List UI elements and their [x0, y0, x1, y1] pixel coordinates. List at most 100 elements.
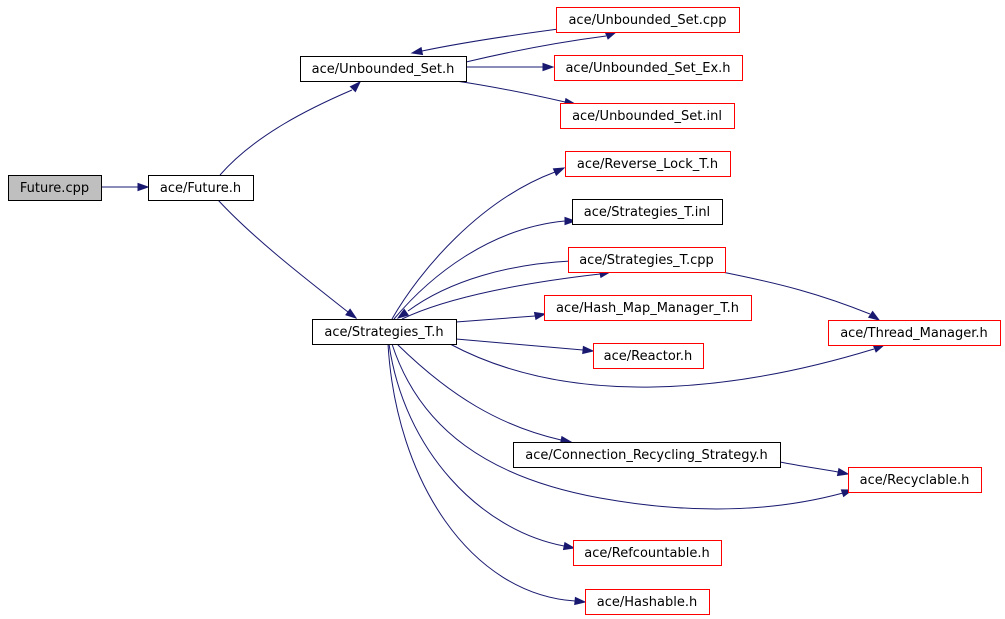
- node-hash-map-manager-t-h[interactable]: ace/Hash_Map_Manager_T.h: [544, 295, 752, 321]
- edge-line: [393, 220, 566, 320]
- edge-strategies_t_h-to-connection_recycling_strategy_h: [396, 343, 573, 445]
- edge-arrowhead: [562, 541, 576, 551]
- edge-line: [455, 338, 584, 351]
- edge-arrowhead: [345, 308, 358, 319]
- edge-arrowhead: [564, 216, 577, 226]
- node-strategies-t-inl[interactable]: ace/Strategies_T.inl: [572, 199, 723, 225]
- node-strategies-t-cpp[interactable]: ace/Strategies_T.cpp: [568, 247, 726, 273]
- edge-strategies_t_cpp-to-thread_manager_h: [721, 271, 881, 321]
- node-unbounded-set-cpp[interactable]: ace/Unbounded_Set.cpp: [556, 7, 740, 33]
- node-recyclable-h[interactable]: ace/Recyclable.h: [848, 467, 982, 493]
- node-label: ace/Future.h: [160, 181, 241, 196]
- node-label: ace/Reactor.h: [604, 349, 693, 364]
- edge-unbounded_set_h-to-unbounded_set_ex_h: [466, 62, 555, 72]
- node-box: [848, 467, 982, 493]
- node-box: [554, 55, 743, 81]
- edge-arrowhead: [552, 167, 566, 177]
- node-reverse-lock-t-h[interactable]: ace/Reverse_Lock_T.h: [565, 151, 731, 177]
- edge-strategies_t_h-to-hash_map_manager_t_h: [455, 311, 547, 323]
- edge-strategies_t_h-to-hashable_h: [387, 343, 587, 606]
- nodes-layer: Future.cpp ace/Future.h ace/Unbounded_Set.…: [8, 7, 1001, 615]
- node-box: [300, 56, 467, 82]
- edge-arrowhead: [410, 46, 424, 56]
- node-label: ace/Unbounded_Set_Ex.h: [565, 61, 730, 76]
- edge-line: [219, 89, 353, 176]
- node-box: [585, 589, 710, 615]
- node-connection-recycling-strategy-h[interactable]: ace/Connection_Recycling_Strategy.h: [513, 442, 781, 468]
- edge-arrowhead: [604, 31, 618, 40]
- edge-future_cpp-to-future_h: [101, 182, 150, 192]
- edge-line: [455, 315, 536, 323]
- edge-line: [391, 343, 844, 510]
- edge-line: [407, 260, 572, 312]
- node-box: [556, 7, 740, 33]
- node-unbounded-set-inl[interactable]: ace/Unbounded_Set.inl: [560, 103, 735, 129]
- node-box: [513, 442, 781, 468]
- node-label: ace/Refcountable.h: [584, 546, 709, 561]
- edge-line: [387, 343, 576, 602]
- edge-future_h-to-strategies_t_h: [217, 199, 358, 319]
- node-hashable-h[interactable]: ace/Hashable.h: [585, 589, 710, 615]
- edge-connection_recycling_strategy_h-to-recyclable_h: [779, 461, 850, 477]
- edge-arrowhead: [836, 467, 850, 477]
- edge-strategies_t_h-to-refcountable_h: [388, 343, 576, 551]
- edge-line: [391, 171, 556, 320]
- node-reactor-h[interactable]: ace/Reactor.h: [593, 343, 704, 369]
- edge-line: [779, 461, 839, 473]
- node-refcountable-h[interactable]: ace/Refcountable.h: [573, 540, 722, 566]
- node-label: ace/Strategies_T.cpp: [579, 253, 714, 268]
- node-box: [565, 151, 731, 177]
- node-box: [572, 199, 723, 225]
- edge-line: [449, 343, 875, 388]
- edge-arrowhead: [867, 310, 881, 321]
- node-box: [560, 103, 735, 129]
- edge-arrowhead: [349, 80, 362, 93]
- node-label: ace/Strategies_T.h: [324, 325, 443, 340]
- edge-arrowhead: [542, 62, 555, 72]
- edge-unbounded_set_h-to-unbounded_set_inl: [455, 80, 577, 107]
- node-future-h[interactable]: ace/Future.h: [148, 175, 254, 201]
- edge-strategies_t_h-to-reactor_h: [455, 338, 595, 355]
- node-label: ace/Thread_Manager.h: [840, 326, 988, 341]
- node-label: ace/Hashable.h: [597, 595, 697, 610]
- edge-strategies_t_cpp-to-strategies_t_h: [396, 260, 572, 319]
- edge-line: [401, 273, 601, 320]
- node-future-cpp[interactable]: Future.cpp: [8, 175, 102, 201]
- node-box: [544, 295, 752, 321]
- node-box: [573, 540, 722, 566]
- node-label: ace/Unbounded_Set.cpp: [568, 13, 726, 28]
- node-box: [568, 247, 726, 273]
- edge-strategies_t_h-to-reverse_lock_t_h: [391, 167, 566, 320]
- node-box: [828, 320, 1001, 346]
- edge-arrowhead: [582, 345, 595, 355]
- node-unbounded-set-h[interactable]: ace/Unbounded_Set.h: [300, 56, 467, 82]
- edge-arrowhead: [137, 182, 150, 192]
- edge-line: [388, 343, 565, 547]
- node-label: ace/Strategies_T.inl: [584, 205, 710, 220]
- node-box: [312, 319, 457, 345]
- edge-arrowhead: [574, 596, 587, 606]
- node-label: ace/Unbounded_Set.inl: [572, 109, 722, 124]
- node-unbounded-set-ex-h[interactable]: ace/Unbounded_Set_Ex.h: [554, 55, 743, 81]
- edge-arrowhead: [872, 344, 886, 353]
- edge-line: [465, 35, 607, 63]
- edge-arrowhead: [396, 308, 410, 319]
- node-label: ace/Connection_Recycling_Strategy.h: [525, 448, 767, 463]
- edge-line: [721, 271, 871, 315]
- edge-line: [217, 199, 349, 313]
- node-label: ace/Unbounded_Set.h: [312, 62, 455, 77]
- edge-line: [396, 343, 562, 441]
- edge-future_h-to-unbounded_set_h: [219, 80, 362, 176]
- node-box: [8, 175, 102, 201]
- node-label: Future.cpp: [20, 181, 89, 196]
- node-label: ace/Recyclable.h: [860, 473, 970, 488]
- node-box: [148, 175, 254, 201]
- edges-layer: [101, 22, 886, 606]
- node-thread-manager-h[interactable]: ace/Thread_Manager.h: [828, 320, 1001, 346]
- node-label: ace/Reverse_Lock_T.h: [577, 157, 718, 172]
- edge-unbounded_set_h-to-unbounded_set_cpp: [465, 31, 618, 63]
- edge-line: [455, 80, 566, 103]
- node-strategies-t-h[interactable]: ace/Strategies_T.h: [312, 319, 457, 345]
- node-label: ace/Hash_Map_Manager_T.h: [556, 301, 739, 316]
